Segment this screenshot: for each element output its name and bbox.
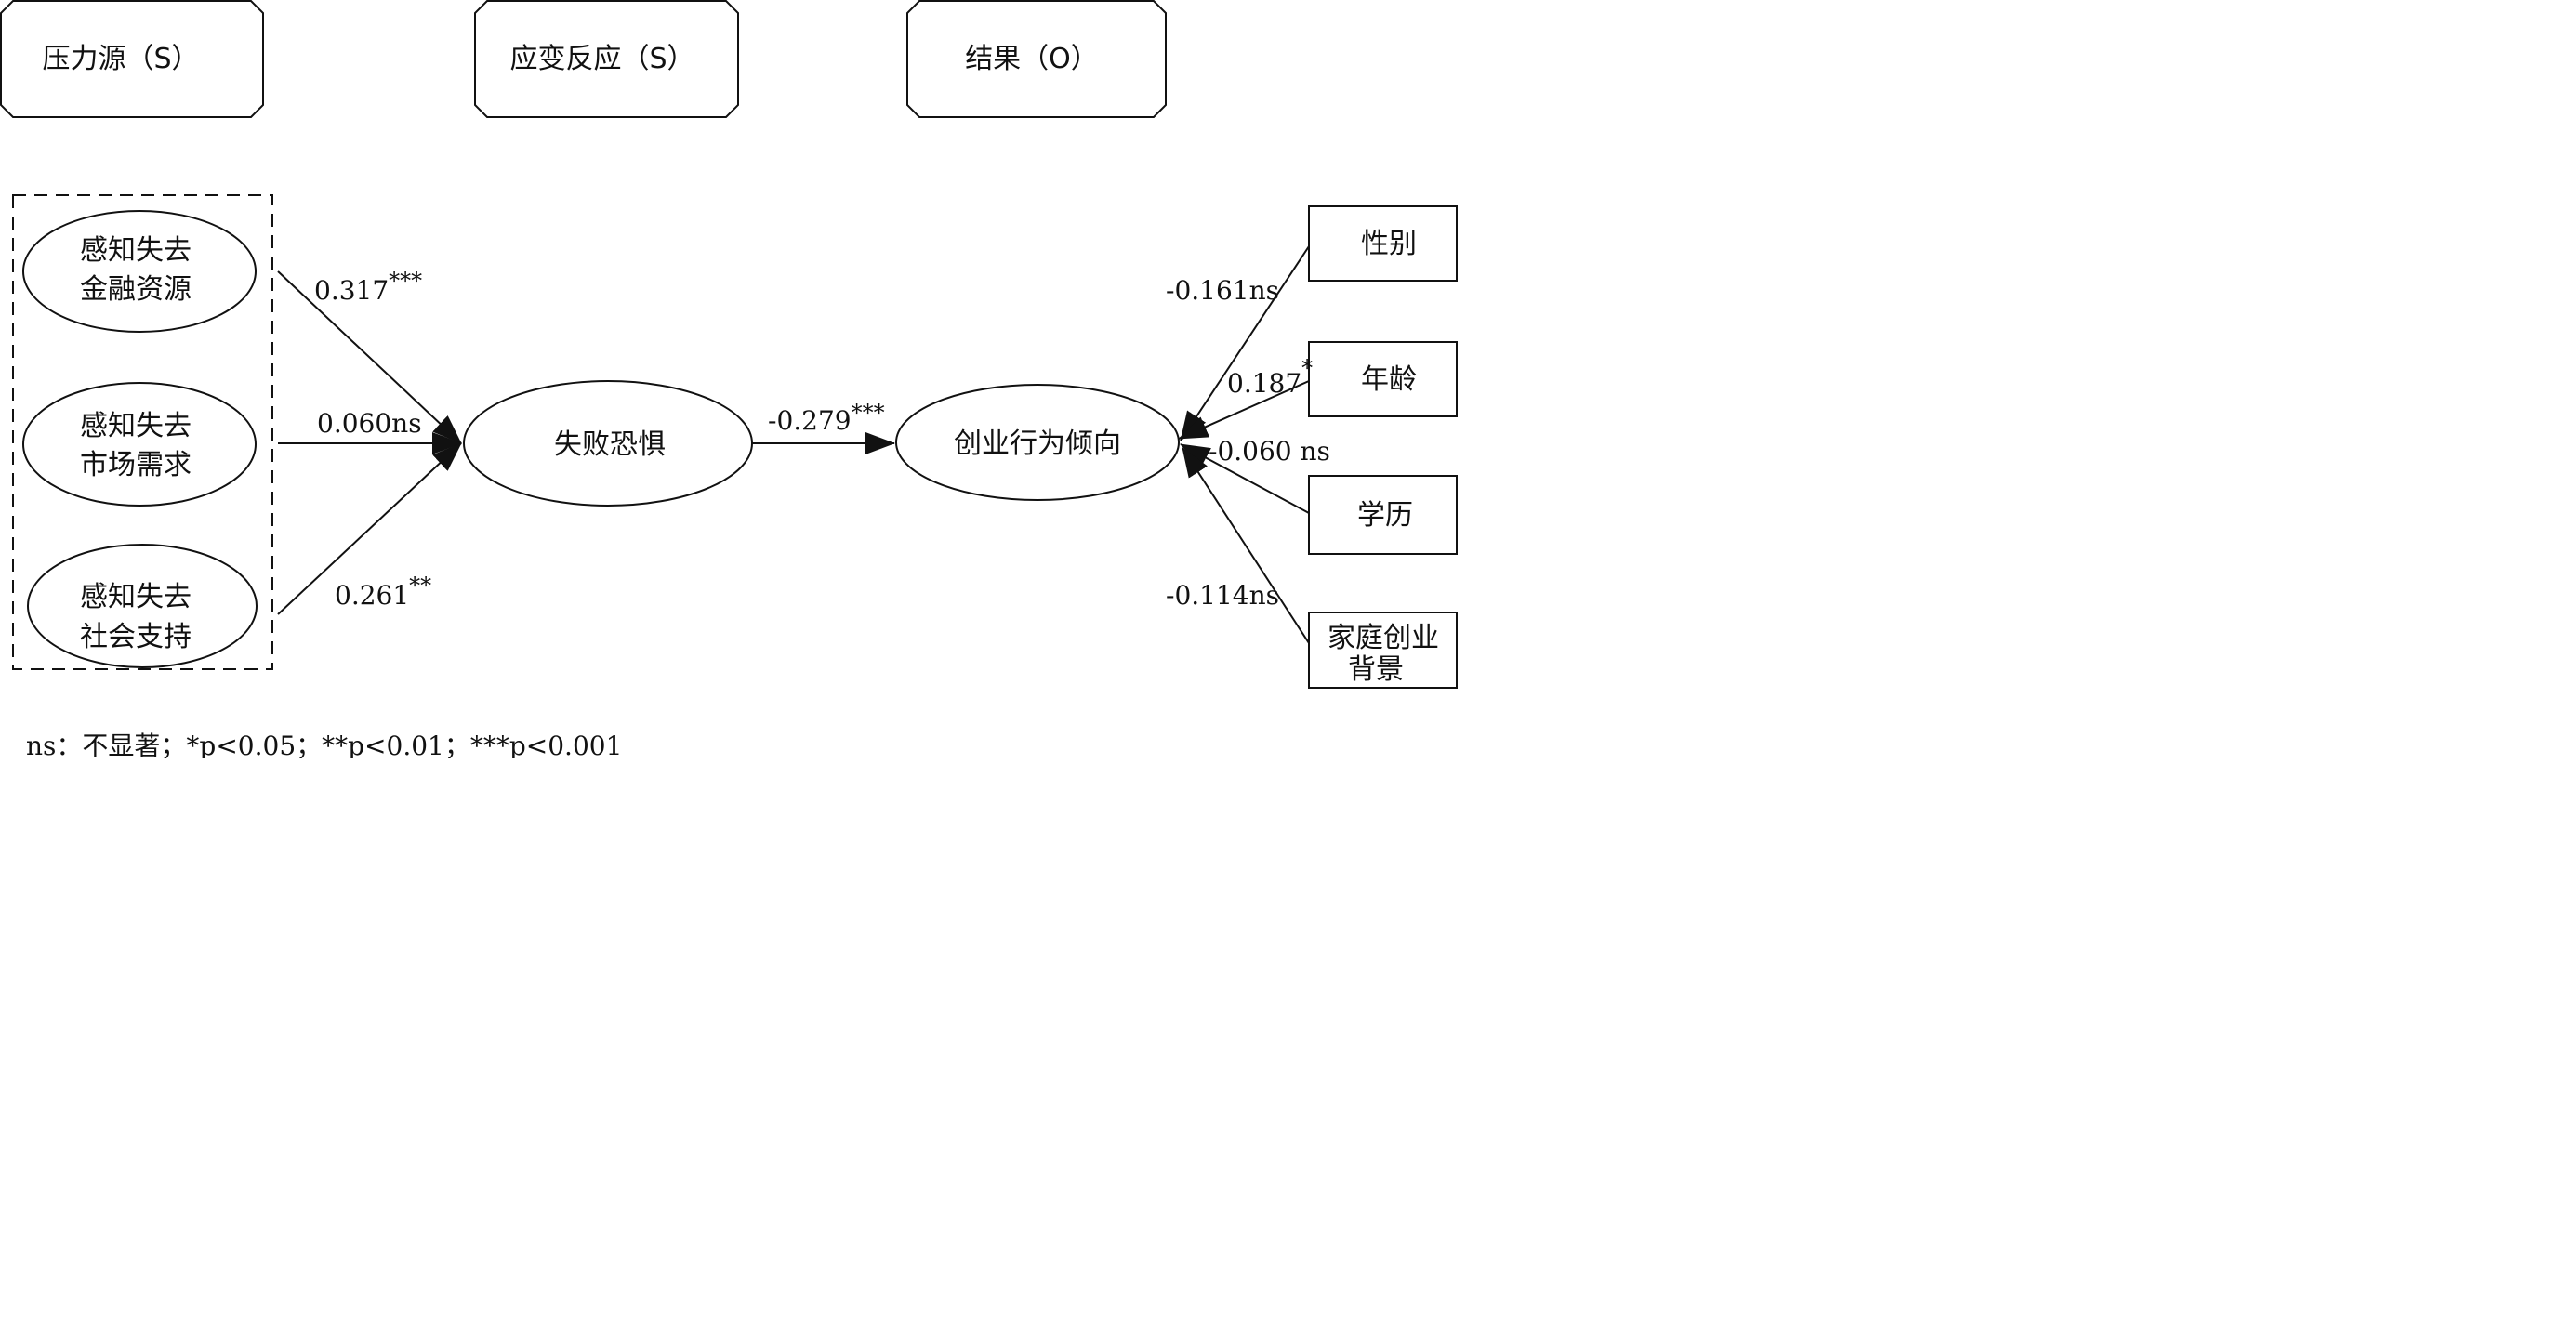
coef-fear-to-behavior: -0.279*** bbox=[768, 400, 885, 436]
path-family-to-behavior bbox=[1182, 447, 1310, 644]
stressor-market: 感知失去 市场需求 bbox=[22, 382, 257, 507]
path-gender-to-behavior bbox=[1180, 245, 1310, 441]
coef-market: 0.060ns bbox=[317, 408, 422, 439]
stage-strain-box: 应变反应（S） bbox=[474, 0, 739, 118]
control-gender-label: 性别 bbox=[1361, 228, 1417, 260]
stressor-social-line2: 社会支持 bbox=[80, 621, 192, 653]
control-age-label: 年龄 bbox=[1361, 363, 1417, 396]
stage-outcome-box: 结果（O） bbox=[906, 0, 1167, 118]
stressor-social: 感知失去 社会支持 bbox=[27, 544, 258, 668]
control-education: 学历 bbox=[1308, 475, 1458, 555]
mediator-label: 失败恐惧 bbox=[554, 428, 666, 461]
control-education-label: 学历 bbox=[1357, 499, 1413, 532]
stressor-finance-line2: 金融资源 bbox=[80, 273, 192, 306]
stressor-market-line2: 市场需求 bbox=[80, 449, 192, 481]
control-gender: 性别 bbox=[1308, 205, 1458, 282]
outcome-entrepreneurial-behavior: 创业行为倾向 bbox=[895, 384, 1180, 501]
mediator-fear-of-failure: 失败恐惧 bbox=[463, 380, 753, 507]
path-social-to-fear bbox=[277, 442, 462, 615]
stage-strain-label: 应变反应（S） bbox=[509, 43, 694, 75]
coef-social: 0.261** bbox=[335, 573, 431, 611]
control-family-background: 家庭创业 背景 bbox=[1308, 612, 1458, 689]
stressor-market-line1: 感知失去 bbox=[80, 410, 192, 442]
stressor-group-frame bbox=[12, 194, 273, 670]
coef-family: -0.114ns bbox=[1166, 580, 1279, 611]
control-family-line1: 家庭创业 bbox=[1328, 622, 1439, 654]
coef-education: -0.060 ns bbox=[1209, 436, 1330, 467]
stage-outcome-label: 结果（O） bbox=[965, 43, 1099, 75]
control-family-line2: 背景 bbox=[1348, 653, 1404, 686]
significance-legend: ns：不显著；*p<0.05；**p<0.01；***p<0.001 bbox=[26, 731, 622, 758]
path-finance-to-fear bbox=[277, 270, 462, 444]
coef-gender: -0.161ns bbox=[1166, 275, 1279, 306]
coef-finance: 0.317*** bbox=[314, 268, 422, 306]
path-age-to-behavior bbox=[1178, 380, 1310, 440]
coef-age: 0.187* bbox=[1227, 355, 1313, 399]
stress-strain-outcome-diagram: 压力源（S） 应变反应（S） 结果（O） 感知失去 金融资源 感知失去 市场需求… bbox=[0, 0, 1458, 758]
stressor-finance-line1: 感知失去 bbox=[80, 234, 192, 267]
stage-stressor-label: 压力源（S） bbox=[42, 43, 199, 75]
stage-stressor-box: 压力源（S） bbox=[0, 0, 264, 118]
control-age: 年龄 bbox=[1308, 341, 1458, 417]
stressor-social-line1: 感知失去 bbox=[80, 581, 192, 613]
stressor-finance: 感知失去 金融资源 bbox=[22, 210, 257, 333]
outcome-label: 创业行为倾向 bbox=[954, 428, 1121, 460]
